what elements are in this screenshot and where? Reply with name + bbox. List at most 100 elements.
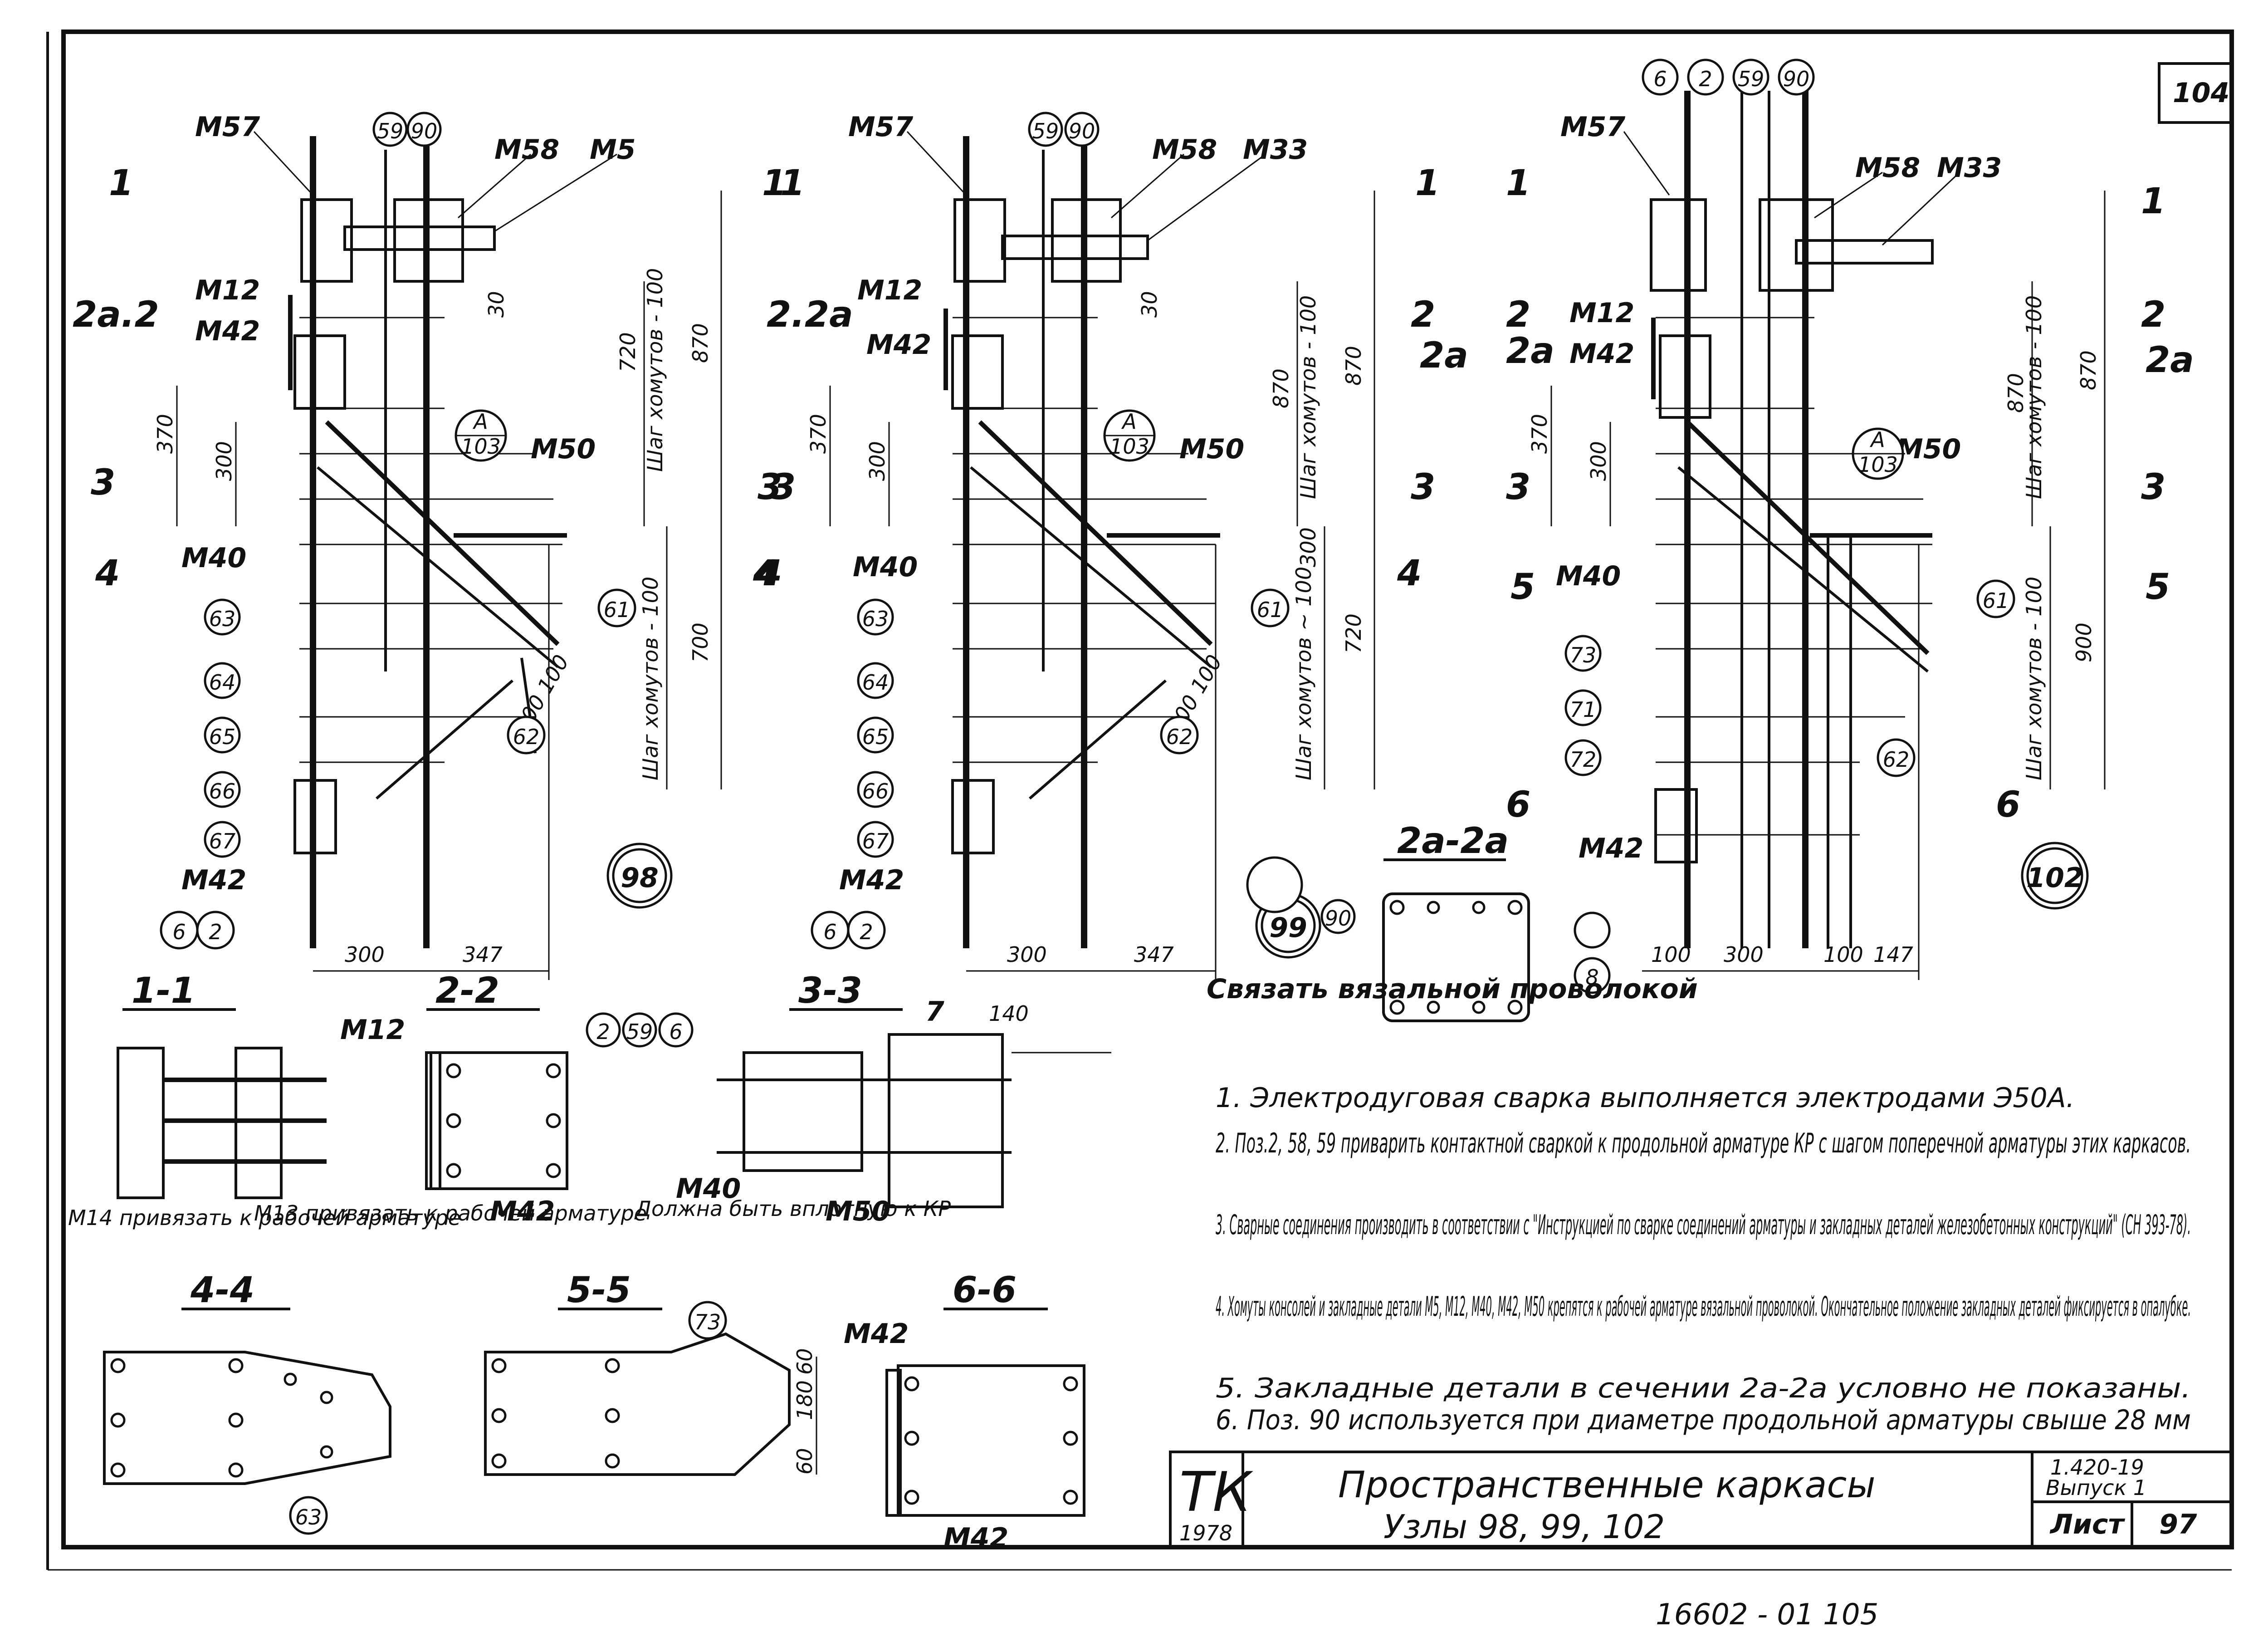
- node99-dim: 30: [1137, 291, 1162, 318]
- node99-dim: 300: [1007, 942, 1047, 967]
- note-2: 2. Поз.2, 58, 59 приварить контактной св…: [1216, 1127, 2191, 1159]
- node98-pos-63-text: 63: [209, 607, 236, 631]
- section-3-3-M50: M50: [826, 1196, 890, 1227]
- sheet-frame: [61, 29, 2234, 1549]
- node99-dim: 870: [1269, 368, 1293, 408]
- node99-pos-2: [847, 911, 886, 950]
- node99-label-M40: M40: [853, 551, 918, 583]
- node102-label-M58: M58: [1855, 152, 1920, 184]
- corner-number: 104: [2173, 77, 2229, 109]
- node99-dim: 347: [1134, 942, 1174, 967]
- section-3-3-note: Должна быть вплотную к КР: [634, 1196, 951, 1221]
- section-4-4-bar: [110, 1412, 126, 1428]
- node99-pos-64: [857, 662, 894, 699]
- node98-dim: 870: [688, 323, 713, 363]
- title-sheet-number: 97: [2159, 1509, 2197, 1540]
- node98-dim: 300: [345, 942, 385, 967]
- node102-embed-M33: [1795, 239, 1934, 265]
- section-1-1-plate-left: [117, 1047, 165, 1199]
- note-6: 6. Поз. 90 используется при диаметре про…: [1216, 1404, 2191, 1436]
- section-1-1-note-M14: M14 привязать к рабочей арматуре: [68, 1206, 461, 1230]
- section-2a-2a-title: 2a-2a: [1397, 821, 1509, 862]
- section-2-2-pos-6: [658, 1012, 694, 1048]
- section-2-2-pos-59-text: 59: [626, 1019, 653, 1044]
- bottom-stamp: 16602 - 01 105: [1656, 1598, 1878, 1632]
- section-2a-2a-bar: [1472, 1000, 1486, 1014]
- node98-leader: [458, 153, 531, 219]
- node99-pos-59: [1028, 112, 1063, 147]
- note-3: 3. Сварные соединения производить в соот…: [1216, 1209, 2191, 1241]
- node102-console-bar-73: [1677, 466, 1929, 673]
- node98-label-M42: M42: [195, 315, 260, 347]
- note-1: 1. Электродуговая сварка выполняется эле…: [1216, 1082, 2075, 1114]
- node98-label-M5: M5: [590, 134, 635, 166]
- section-2-2-bar: [446, 1113, 461, 1128]
- node98-label-M40: M40: [181, 542, 246, 574]
- node99-pos-90-text: 90: [1069, 119, 1095, 143]
- corner-number-box: [2158, 62, 2233, 124]
- node102-vertical-note: Шаг хомутов - 100: [2022, 295, 2046, 499]
- node99-dim: 370: [806, 414, 831, 454]
- section-2-2-M42: M42: [490, 1196, 555, 1227]
- node98-pos-67: [204, 821, 241, 858]
- section-5-5: 5-5 73 180 60 60: [484, 1270, 817, 1476]
- node99-callout-bottom: 103: [1110, 434, 1149, 459]
- node99-embed-M58: [1051, 198, 1122, 283]
- section-2a-2a-bar: [1472, 901, 1486, 914]
- section-6-6-bar: [1063, 1490, 1078, 1505]
- section-6-6-bar: [1063, 1376, 1078, 1392]
- section-5-5-pos-73: [688, 1301, 727, 1340]
- general-notes: 1. Электродуговая сварка выполняется эле…: [1216, 1082, 2191, 1436]
- node102-dim: 870: [2004, 373, 2028, 413]
- section-5-5-bar: [605, 1453, 620, 1469]
- section-2-2-plate: [425, 1051, 441, 1190]
- node98-id-inner: [612, 848, 667, 903]
- node-99: 870 870 370 300 300 720 100 100 300 347 …: [757, 111, 1468, 980]
- node99-section-4r: 4: [1397, 553, 1422, 594]
- node99-leader: [1111, 153, 1184, 219]
- section-2-2: 2-2 M12 M42 2 59 6: [340, 970, 694, 1227]
- node99-section-1: 1: [762, 163, 787, 204]
- section-5-5-bar: [491, 1453, 507, 1469]
- node99-dim: 300: [865, 441, 890, 481]
- section-3-3-label-140: 140: [989, 1001, 1029, 1026]
- node99-pos-90: [1064, 112, 1100, 147]
- node98-pos-62: [507, 716, 546, 755]
- node102-section-2a: 2a: [1506, 331, 1554, 372]
- node102-section-3: 3: [1506, 467, 1530, 508]
- node98-pos-66-text: 66: [209, 779, 236, 804]
- node98-pos-63: [204, 598, 241, 636]
- node99-section-4: 4: [757, 553, 782, 594]
- node99-id-small: [1246, 856, 1303, 913]
- node99-embed-M33: [1001, 235, 1149, 260]
- node99-label-M12: M12: [857, 274, 922, 306]
- node98-pos-66: [204, 771, 241, 808]
- node99-pos-61: [1251, 588, 1290, 627]
- node102-label-M42-bottom: M42: [1579, 833, 1643, 864]
- node99-embed-M57: [953, 198, 1006, 283]
- node98-console-bar-63: [317, 466, 559, 668]
- node98-vertical-note: Шаг хомутов - 100: [638, 577, 663, 780]
- section-4-4-pos-63: [289, 1496, 328, 1535]
- node98-section-3r: 3: [771, 467, 796, 508]
- node98-pos-64: [204, 662, 241, 699]
- node99-section-3r: 3: [1411, 467, 1435, 508]
- section-4-4-bar: [110, 1358, 126, 1373]
- node99-label-M42: M42: [866, 329, 931, 361]
- node98-pos-2: [196, 911, 235, 950]
- node99-pos-63: [857, 598, 894, 636]
- section-6-6-bar: [1063, 1431, 1078, 1446]
- node102-section-2: 2: [1506, 294, 1530, 335]
- node99-pos-6-text: 6: [823, 920, 836, 944]
- title-series: 1.420-19: [2050, 1455, 2144, 1480]
- node102-embed-M42: [1659, 334, 1711, 419]
- section-4-4-bar: [110, 1462, 126, 1478]
- node102-dim: 900: [2072, 622, 2096, 662]
- node99-dim: 870: [1341, 346, 1366, 386]
- section-4-4-bar: [228, 1412, 244, 1428]
- node98-embed-M57: [300, 198, 353, 283]
- node99-pos-2-text: 2: [860, 920, 873, 944]
- section-3-3-title: 3-3: [798, 970, 862, 1011]
